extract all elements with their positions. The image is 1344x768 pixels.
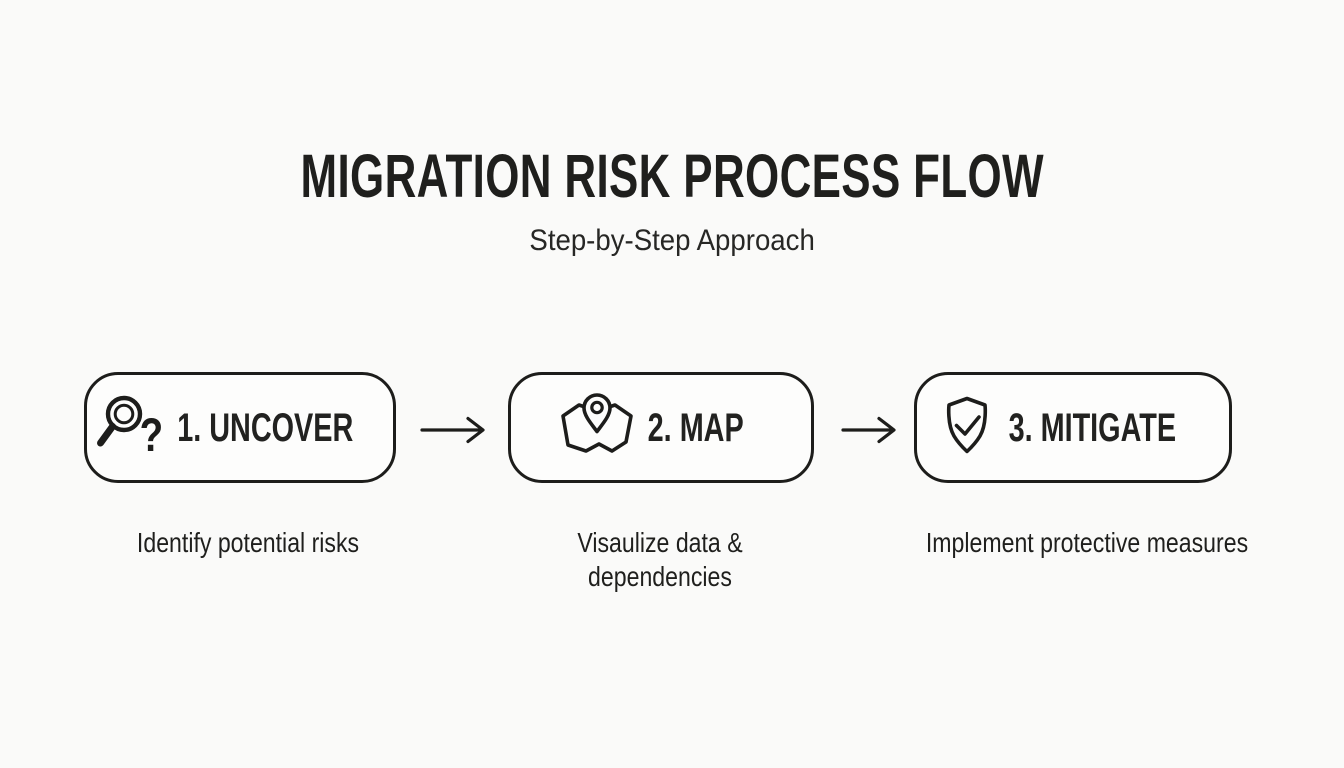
page-title-text: MIGRATION RISK PROCESS FLOW (300, 142, 1044, 210)
arrow-right-icon (841, 416, 896, 444)
magnifier-question-icon: ? (93, 394, 166, 462)
map-icon (561, 392, 634, 453)
step-box-map: 2. MAP (508, 372, 814, 483)
step-description-map-text: Visaulize data & dependencies (577, 527, 743, 592)
step-description-mitigate: Implement protective measures (887, 526, 1287, 560)
page-title: MIGRATION RISK PROCESS FLOW (0, 146, 1344, 207)
step-box-mitigate: 3. MITIGATE (914, 372, 1232, 483)
arrow-right-icon (420, 416, 485, 444)
step-label-uncover: 1. UNCOVER (176, 405, 353, 450)
page-subtitle: Step-by-Step Approach (0, 226, 1344, 256)
shield-icon (946, 396, 987, 453)
question-mark-glyph: ? (139, 407, 164, 461)
magnifier-icon (96, 395, 143, 446)
step-description-mitigate-text: Implement protective measures (925, 527, 1249, 558)
step-box-uncover: ? 1. UNCOVER (84, 372, 396, 483)
step-description-uncover-text: Identify potential risks (136, 527, 360, 558)
step-label-mitigate: 3. MITIGATE (1008, 405, 1176, 450)
step-description-map: Visaulize data & dependencies (530, 526, 790, 593)
check-icon (954, 414, 981, 436)
step-label-map: 2. MAP (647, 405, 745, 450)
map-pin-icon (559, 392, 635, 464)
step-description-uncover: Identify potential risks (88, 526, 408, 560)
shield-check-icon (938, 395, 996, 461)
page-subtitle-text: Step-by-Step Approach (529, 224, 815, 257)
